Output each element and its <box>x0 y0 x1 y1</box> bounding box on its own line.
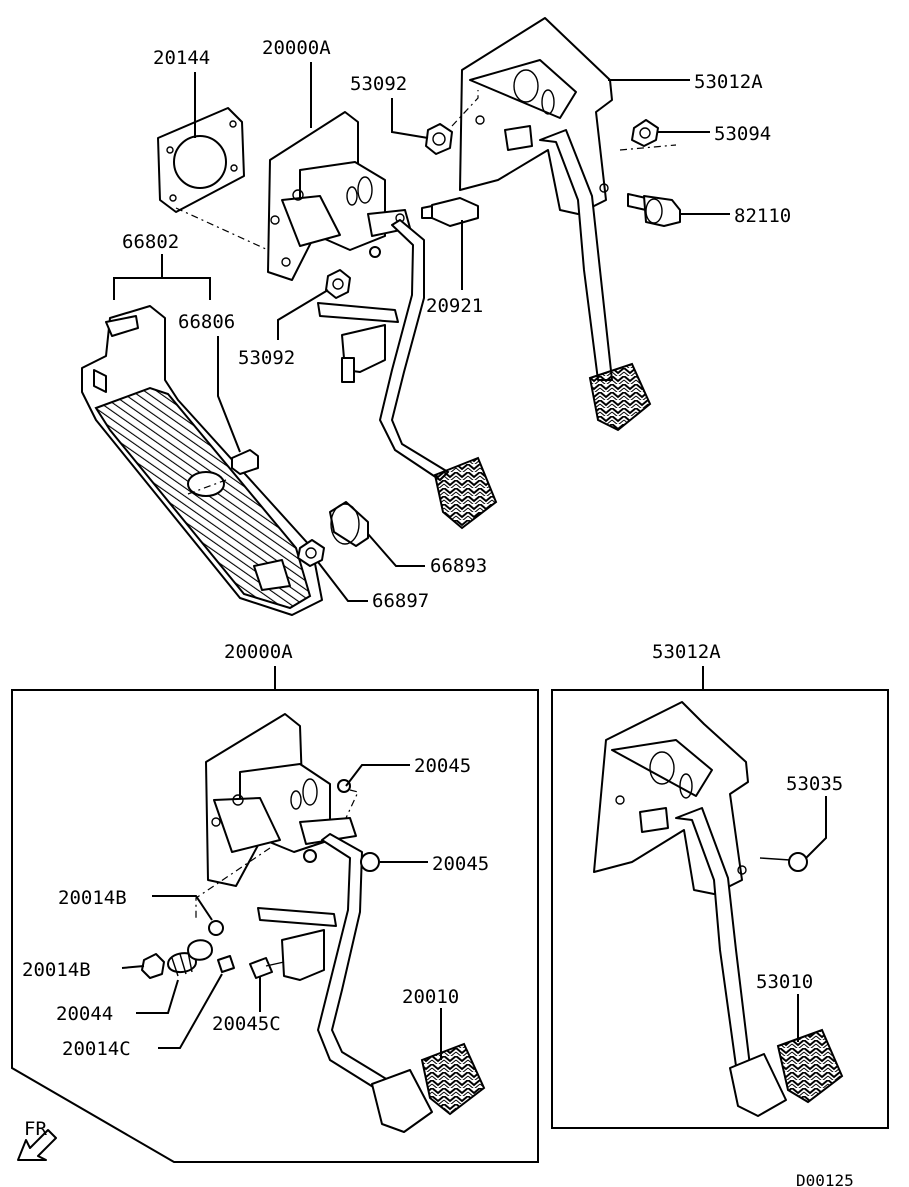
label-20045-a: 20045 <box>414 755 471 777</box>
label-66897: 66897 <box>372 590 429 612</box>
label-53092-top: 53092 <box>350 73 407 95</box>
direction-label: FR <box>24 1118 47 1140</box>
front-direction-arrow <box>17 1129 57 1161</box>
label-20000A-top: 20000A <box>262 37 331 59</box>
box-right-53012A <box>551 666 889 1129</box>
small-parts-detail <box>141 779 380 979</box>
leader-lines-right-box <box>759 796 827 1042</box>
dashed-leaders-top <box>175 90 677 495</box>
nut-66897 <box>297 539 325 567</box>
label-53094: 53094 <box>714 123 771 145</box>
clutch-pedal-assembly-top <box>267 111 498 530</box>
gasket-20144 <box>157 107 245 213</box>
label-53010: 53010 <box>756 971 813 993</box>
label-20014B-b: 20014B <box>22 959 91 981</box>
label-53092-mid: 53092 <box>238 347 295 369</box>
label-20014B-a: 20014B <box>58 887 127 909</box>
box-left-20000A <box>11 666 539 1163</box>
label-53012A-top: 53012A <box>694 71 763 93</box>
leader-lines-top <box>113 62 730 602</box>
label-66806: 66806 <box>178 311 235 333</box>
brake-pedal-assembly-top <box>459 17 652 432</box>
diagram-code: D00125 <box>796 1171 854 1187</box>
label-66802: 66802 <box>122 231 179 253</box>
nut-53092-top <box>425 123 453 155</box>
label-20010: 20010 <box>402 986 459 1008</box>
dashed-leaders-left-box <box>195 789 359 920</box>
clip-53094 <box>631 119 659 147</box>
nut-53092-mid <box>325 269 351 299</box>
label-box-left-title: 20000A <box>224 641 293 663</box>
label-20045C: 20045C <box>212 1013 281 1035</box>
label-20921: 20921 <box>426 295 483 317</box>
label-20014C: 20014C <box>62 1038 131 1060</box>
leader-lines-left-box <box>121 764 442 1060</box>
label-20044: 20044 <box>56 1003 113 1025</box>
label-82110: 82110 <box>734 205 791 227</box>
label-66893: 66893 <box>430 555 487 577</box>
pad-66893 <box>329 501 369 547</box>
switch-20921 <box>421 197 479 227</box>
brake-pedal-assembly-detail <box>593 701 844 1117</box>
label-20045-b: 20045 <box>432 853 489 875</box>
footrest-66802 <box>81 305 323 616</box>
switch-82110 <box>627 193 681 227</box>
label-20144: 20144 <box>153 47 210 69</box>
part-labels: 20144 20000A 53092 53012A 53094 82110 66… <box>22 37 854 1187</box>
label-53035: 53035 <box>786 773 843 795</box>
clutch-pedal-assembly-detail <box>205 713 486 1133</box>
label-box-right-title: 53012A <box>652 641 721 663</box>
stud-66806 <box>231 449 259 475</box>
